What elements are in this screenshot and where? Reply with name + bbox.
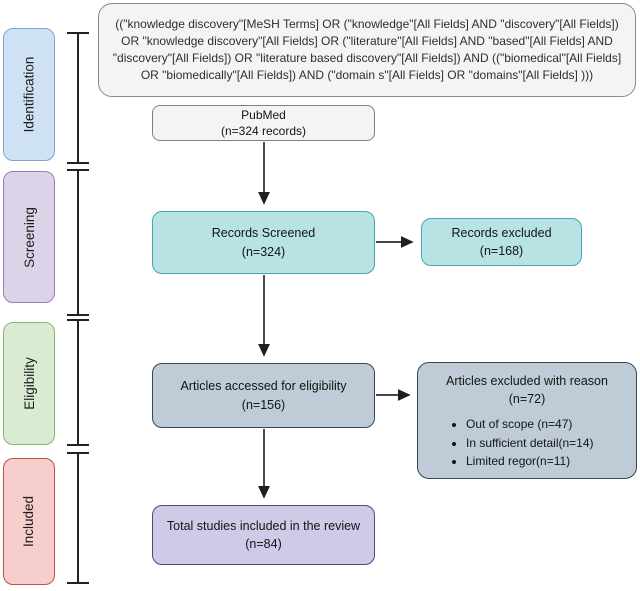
stage-bracket-included xyxy=(67,452,89,584)
box-count: (n=156) xyxy=(241,397,286,412)
box-count: (n=84) xyxy=(245,537,282,551)
stage-bracket-eligibility xyxy=(67,319,89,446)
box-title: Articles excluded with reason xyxy=(446,374,608,388)
exclusion-reason-item: Limited regor(n=11) xyxy=(466,452,594,471)
stage-bracket-identification xyxy=(67,32,89,164)
stage-label-text: Identification xyxy=(21,56,37,133)
total-included-box: Total studies included in the review (n=… xyxy=(152,505,375,565)
articles-eligibility-box: Articles accessed for eligibility (n=156… xyxy=(152,363,375,428)
search-query-text: (("knowledge discovery"[MeSH Terms] OR (… xyxy=(112,17,622,82)
records-excluded-box: Records excluded (n=168) xyxy=(421,218,582,266)
stage-label-included: Included xyxy=(3,458,55,585)
stage-label-screening: Screening xyxy=(3,171,55,303)
records-screened-box: Records Screened (n=324) xyxy=(152,211,375,274)
box-title: Total studies included in the review xyxy=(166,518,361,533)
box-title: PubMed xyxy=(241,107,286,122)
stage-label-text: Included xyxy=(21,495,37,548)
articles-excluded-reason-box: Articles excluded with reason (n=72) Out… xyxy=(417,362,637,479)
stage-label-text: Screening xyxy=(21,206,37,268)
pubmed-source-box: PubMed (n=324 records) xyxy=(152,105,375,141)
box-count: (n=72) xyxy=(508,392,546,407)
exclusion-reason-item: Out of scope (n=47) xyxy=(466,415,594,434)
exclusion-reasons-list: Out of scope (n=47) In sufficient detail… xyxy=(418,415,594,471)
stage-bracket-screening xyxy=(67,169,89,316)
box-title: Articles accessed for eligibility xyxy=(180,379,347,394)
box-count: (n=324 records) xyxy=(220,124,307,138)
search-query-box: (("knowledge discovery"[MeSH Terms] OR (… xyxy=(98,3,636,97)
exclusion-reason-item: In sufficient detail(n=14) xyxy=(466,434,594,453)
box-title: Records excluded xyxy=(451,225,552,240)
stage-label-text: Eligibility xyxy=(21,357,37,410)
stage-label-eligibility: Eligibility xyxy=(3,322,55,445)
box-count: (n=324) xyxy=(241,244,286,259)
box-count: (n=168) xyxy=(479,244,524,258)
stage-label-identification: Identification xyxy=(3,28,55,161)
box-title: Records Screened xyxy=(211,226,316,241)
